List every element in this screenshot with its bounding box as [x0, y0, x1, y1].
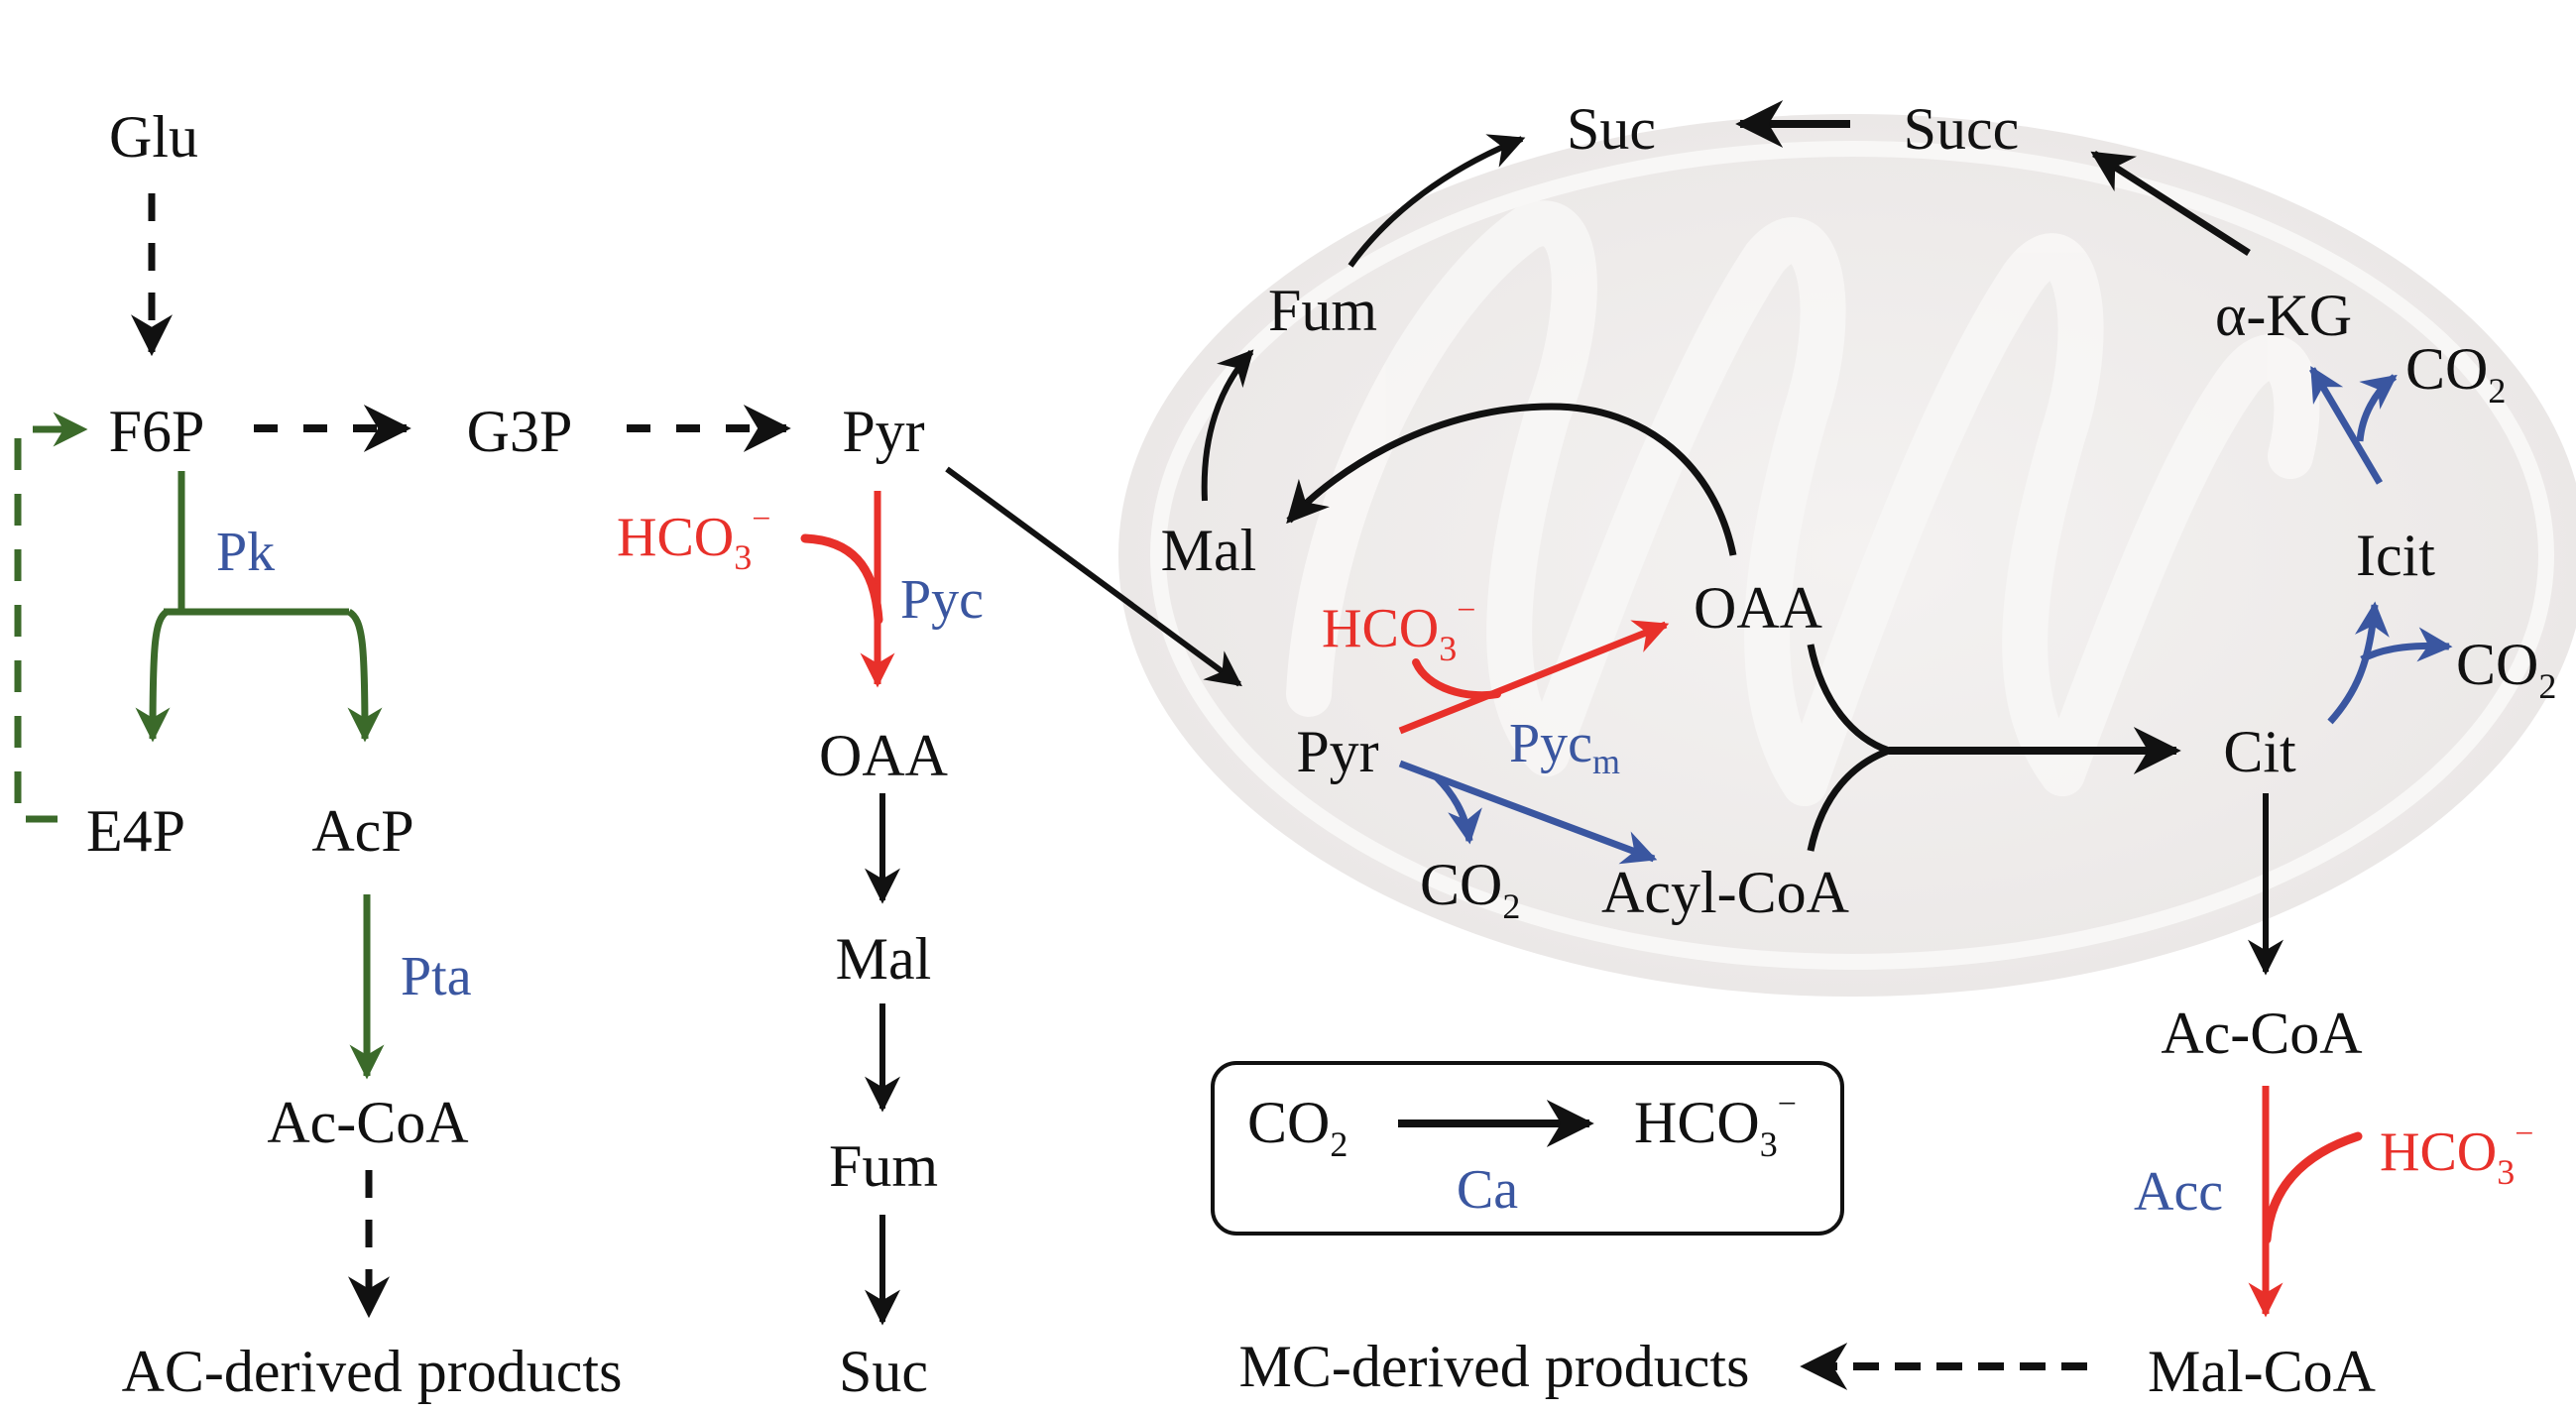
label-mito-akg: α-KG [2215, 283, 2352, 348]
arrow-mito-akg-to-succ [2090, 151, 2251, 256]
arrow-mito-cit-co2-release [2360, 627, 2453, 663]
label-cytosol-fum: Fum [829, 1133, 938, 1199]
hco3-incorporation-curve-acc [2262, 1131, 2363, 1244]
mitochondrion-background [1118, 114, 2576, 997]
enzyme-ca: Ca [1457, 1159, 1518, 1221]
label-box-co2: CO2 [1247, 1090, 1347, 1164]
enzyme-pyc: Pyc [900, 569, 984, 631]
label-acp: AcP [311, 798, 413, 864]
label-cytosol-hco3: HCO3− [617, 501, 770, 577]
label-mito-co2-right: CO2 [2456, 632, 2556, 706]
label-mito-cit: Cit [2223, 719, 2296, 784]
arrow-mito-pyr-co2-release [1433, 773, 1482, 845]
label-cytosol-pyr: Pyr [842, 399, 924, 464]
label-ac-derived-products: AC-derived products [122, 1339, 623, 1404]
label-cytosol-oaa: OAA [819, 723, 948, 788]
arrow-mito-oaa-branch [1807, 644, 1891, 755]
mitochondrion-cristae [1286, 200, 2320, 806]
label-mito-suc: Suc [1567, 96, 1656, 162]
label-cytosol-suc: Suc [839, 1339, 928, 1404]
enzyme-acc: Acc [2134, 1161, 2223, 1223]
label-glu: Glu [109, 104, 198, 170]
mitochondrion-outer-membrane [1118, 114, 2576, 997]
label-g3p: G3P [467, 399, 573, 464]
mitochondrion-inner-membrane [1150, 141, 2554, 970]
pk-fork-arrows [135, 471, 383, 743]
arrow-mito-cit-to-icit [2327, 601, 2390, 725]
enzyme-pta: Pta [401, 946, 472, 1007]
label-mc-derived-products: MC-derived products [1239, 1334, 1750, 1399]
label-mito-icit: Icit [2356, 523, 2435, 588]
label-mito-co2-bottom: CO2 [1420, 852, 1520, 926]
label-malcoa: Mal-CoA [2148, 1339, 2376, 1404]
arrow-mito-icit-co2-release [2356, 374, 2398, 442]
carbonic-anhydrase-box [1211, 1061, 1844, 1236]
label-mito-succ: Succ [1904, 96, 2020, 162]
label-mito-fum: Fum [1268, 278, 1377, 343]
label-cytosol-accoa: Ac-CoA [267, 1090, 468, 1155]
arrow-mito-mal-to-fum [1201, 349, 1254, 502]
label-e4p: E4P [86, 798, 185, 864]
enzyme-pk: Pk [216, 522, 275, 583]
arrow-e4p-to-f6p-recycle [14, 412, 88, 823]
label-cytosol-mal: Mal [836, 926, 932, 992]
label-mito-mal: Mal [1161, 518, 1257, 583]
label-box-hco3: HCO3− [1634, 1086, 1797, 1164]
label-mito-co2-top: CO2 [2405, 336, 2506, 411]
label-mito-hco3: HCO3− [1322, 592, 1475, 668]
arrow-mito-fum-to-suc [1347, 134, 1526, 268]
arrow-mito-oaa-to-mal [1286, 403, 1737, 556]
hco3-incorporation-curve-pyc [800, 533, 883, 625]
arrow-mito-pyr-to-oaa-pycm [1398, 620, 1670, 735]
label-mito-acylcoa: Acyl-CoA [1601, 860, 1849, 925]
label-mito-oaa: OAA [1694, 575, 1822, 641]
arrow-mito-acylcoa-branch [1807, 747, 1891, 852]
hco3-incorporation-curve-pycm [1412, 658, 1501, 700]
label-accoa-right: Ac-CoA [2161, 1001, 2362, 1066]
label-acc-hco3: HCO3− [2380, 1116, 2533, 1192]
arrow-pyr-transport [945, 466, 1242, 687]
arrow-mito-icit-to-akg [2308, 365, 2384, 485]
label-f6p: F6P [109, 399, 205, 464]
label-mito-pyr: Pyr [1296, 719, 1378, 784]
enzyme-pycm: Pycm [1509, 713, 1620, 781]
